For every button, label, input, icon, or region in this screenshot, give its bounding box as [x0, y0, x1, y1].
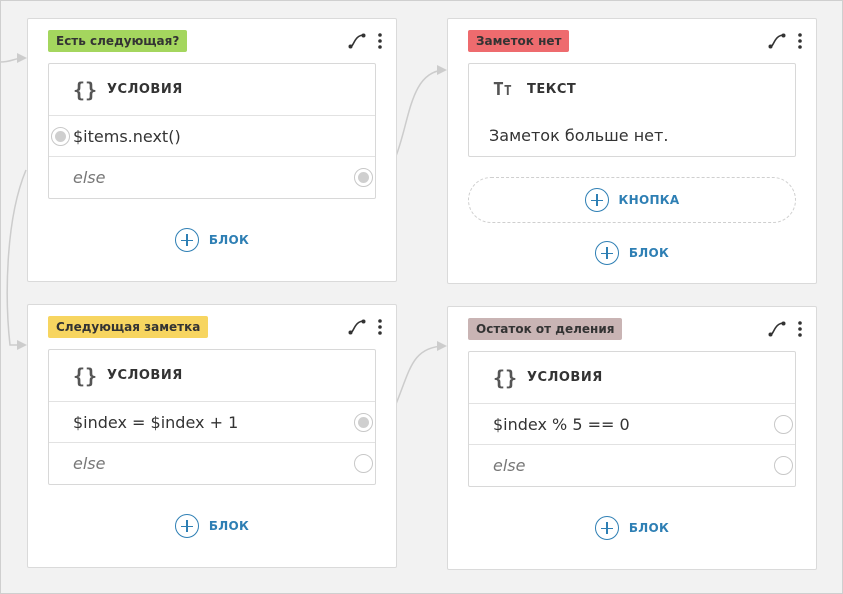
- condition-row[interactable]: $items.next(): [49, 116, 375, 157]
- conditions-block-header: {} УСЛОВИЯ: [49, 350, 375, 402]
- state-name-tag[interactable]: Следующая заметка: [48, 316, 209, 338]
- card-header: Заметок нет: [448, 19, 816, 63]
- card-header: Есть следующая?: [28, 19, 396, 63]
- more-vertical-icon[interactable]: [798, 321, 802, 337]
- arrowhead-card3: [17, 340, 27, 350]
- braces-icon: {}: [73, 363, 98, 388]
- else-label: else: [493, 456, 526, 475]
- arrowhead-entry: [17, 53, 27, 63]
- else-row[interactable]: else: [469, 445, 795, 486]
- braces-icon: {}: [73, 77, 98, 102]
- else-output-connector[interactable]: [774, 456, 793, 475]
- plus-circle-icon: [174, 228, 199, 252]
- add-block-label: БЛОК: [628, 521, 670, 535]
- state-name-tag[interactable]: Заметок нет: [468, 30, 570, 52]
- condition-expression: $index % 5 == 0: [493, 414, 630, 434]
- connector-card1-to-card2: [395, 69, 445, 157]
- else-label: else: [73, 168, 106, 187]
- condition-expression: $index = $index + 1: [73, 412, 239, 432]
- add-block-button[interactable]: БЛОК: [448, 516, 816, 540]
- text-content[interactable]: Заметок больше нет.: [489, 125, 669, 145]
- more-vertical-icon[interactable]: [378, 319, 382, 335]
- else-row[interactable]: else: [49, 157, 375, 198]
- conditions-block-header: {} УСЛОВИЯ: [49, 64, 375, 116]
- plus-circle-icon: [174, 514, 199, 538]
- text-block-header: TT ТЕКСТ: [469, 64, 795, 114]
- block-title: УСЛОВИЯ: [527, 370, 603, 385]
- state-name-tag[interactable]: Есть следующая?: [48, 30, 188, 52]
- add-block-label: БЛОК: [208, 233, 250, 247]
- card-header: Остаток от деления: [448, 307, 816, 351]
- condition-expression: $items.next(): [73, 126, 181, 146]
- link-curve-icon[interactable]: [348, 33, 366, 49]
- link-curve-icon[interactable]: [348, 319, 366, 335]
- more-vertical-icon[interactable]: [798, 33, 802, 49]
- text-block[interactable]: TT ТЕКСТ Заметок больше нет.: [468, 63, 796, 157]
- conditions-block[interactable]: {} УСЛОВИЯ $items.next() else: [48, 63, 376, 199]
- conditions-block-header: {} УСЛОВИЯ: [469, 352, 795, 404]
- add-button-slot[interactable]: КНОПКА: [468, 177, 796, 223]
- add-block-label: БЛОК: [628, 246, 670, 260]
- condition-input-connector[interactable]: [51, 127, 70, 146]
- condition-output-connector[interactable]: [774, 415, 793, 434]
- state-name-tag[interactable]: Остаток от деления: [468, 318, 623, 340]
- else-label: else: [73, 454, 106, 473]
- condition-row[interactable]: $index % 5 == 0: [469, 404, 795, 445]
- state-card-no-notes[interactable]: Заметок нет TT ТЕКСТ Заметок больше нет.…: [447, 18, 817, 284]
- state-card-next-note[interactable]: Следующая заметка {} УСЛОВИЯ $index = $i…: [27, 304, 397, 568]
- card-header: Следующая заметка: [28, 305, 396, 349]
- conditions-block[interactable]: {} УСЛОВИЯ $index = $index + 1 else: [48, 349, 376, 485]
- else-output-connector[interactable]: [354, 454, 373, 473]
- condition-output-connector[interactable]: [354, 413, 373, 432]
- text-format-icon: TT: [493, 78, 512, 100]
- block-title: ТЕКСТ: [527, 81, 577, 97]
- arrowhead-card4: [437, 341, 447, 351]
- add-block-button[interactable]: БЛОК: [448, 241, 816, 265]
- braces-icon: {}: [493, 365, 518, 390]
- plus-circle-icon: [584, 188, 609, 212]
- more-vertical-icon[interactable]: [378, 33, 382, 49]
- else-output-connector[interactable]: [354, 168, 373, 187]
- state-card-has-next[interactable]: Есть следующая? {} УСЛОВИЯ $items.next()…: [27, 18, 397, 282]
- else-row[interactable]: else: [49, 443, 375, 484]
- state-card-remainder[interactable]: Остаток от деления {} УСЛОВИЯ $index % 5…: [447, 306, 817, 570]
- add-button-label: КНОПКА: [618, 193, 680, 207]
- add-block-label: БЛОК: [208, 519, 250, 533]
- block-title: УСЛОВИЯ: [107, 82, 183, 97]
- connector-card3-to-card4: [395, 345, 445, 405]
- link-curve-icon[interactable]: [768, 321, 786, 337]
- condition-row[interactable]: $index = $index + 1: [49, 402, 375, 443]
- plus-circle-icon: [594, 241, 619, 265]
- link-curve-icon[interactable]: [768, 33, 786, 49]
- plus-circle-icon: [594, 516, 619, 540]
- connector-card1-to-card3: [6, 169, 27, 346]
- add-block-button[interactable]: БЛОК: [28, 514, 396, 538]
- add-block-button[interactable]: БЛОК: [28, 228, 396, 252]
- arrowhead-card2: [437, 65, 447, 75]
- conditions-block[interactable]: {} УСЛОВИЯ $index % 5 == 0 else: [468, 351, 796, 487]
- block-title: УСЛОВИЯ: [107, 368, 183, 383]
